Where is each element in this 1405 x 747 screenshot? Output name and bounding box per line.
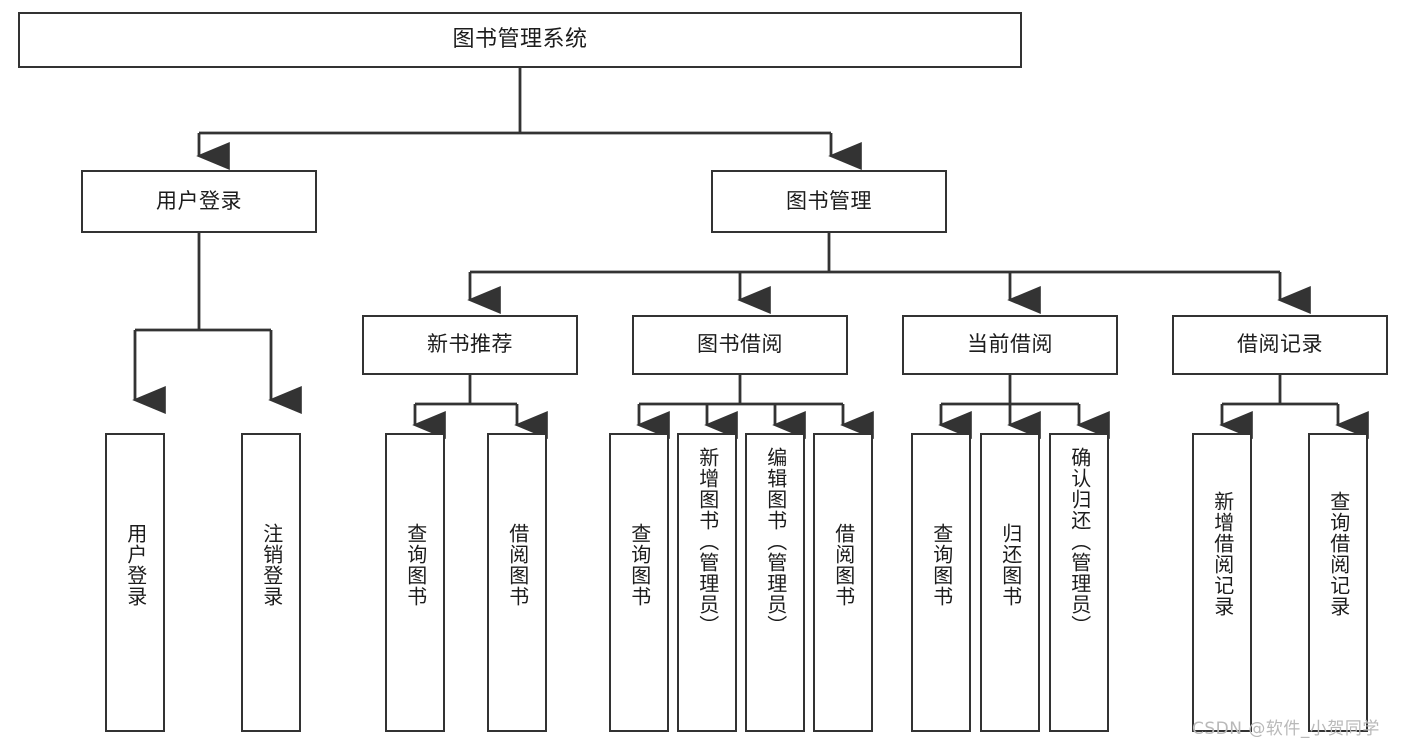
node-book-management[interactable]: 图书管理 — [711, 170, 947, 233]
leaf-label: 查询借阅记录 — [1326, 491, 1351, 617]
leaf-label: 查询图书 — [627, 523, 652, 607]
node-root-system[interactable]: 图书管理系统 — [18, 12, 1022, 68]
leaf-edit-book-admin[interactable]: 编辑图书（管理员） — [745, 433, 805, 732]
node-borrow-record[interactable]: 借阅记录 — [1172, 315, 1388, 375]
node-label: 当前借阅 — [967, 332, 1053, 357]
leaf-borrow-book[interactable]: 借阅图书 — [813, 433, 873, 732]
node-label: 用户登录 — [156, 188, 242, 213]
node-user-login[interactable]: 用户登录 — [81, 170, 317, 233]
leaf-label: 新增借阅记录 — [1210, 491, 1235, 617]
leaf-label: 注销登录 — [259, 523, 284, 607]
leaf-label: 查询图书 — [929, 523, 954, 607]
node-book-borrow[interactable]: 图书借阅 — [632, 315, 848, 375]
leaf-query-borrow-record[interactable]: 查询借阅记录 — [1308, 433, 1368, 732]
leaf-label: 编辑图书（管理员） — [763, 447, 788, 636]
leaf-label: 借阅图书 — [505, 523, 530, 607]
leaf-label: 归还图书 — [998, 523, 1023, 607]
node-label: 图书管理 — [786, 188, 872, 213]
leaf-return-book[interactable]: 归还图书 — [980, 433, 1040, 732]
leaf-query-book-borrow[interactable]: 查询图书 — [609, 433, 669, 732]
node-current-borrow[interactable]: 当前借阅 — [902, 315, 1118, 375]
leaf-label: 用户登录 — [123, 523, 148, 607]
csdn-watermark: CSDN @软件_小贺同学 — [1192, 719, 1380, 739]
leaf-label: 查询图书 — [403, 523, 428, 607]
leaf-add-borrow-record[interactable]: 新增借阅记录 — [1192, 433, 1252, 732]
leaf-label: 确认归还（管理员） — [1067, 447, 1092, 636]
leaf-label: 新增图书（管理员） — [695, 447, 720, 636]
node-label: 借阅记录 — [1237, 332, 1323, 357]
node-label: 图书借阅 — [697, 332, 783, 357]
leaf-confirm-return-admin[interactable]: 确认归还（管理员） — [1049, 433, 1109, 732]
leaf-label: 借阅图书 — [831, 523, 856, 607]
leaf-query-book-recommend[interactable]: 查询图书 — [385, 433, 445, 732]
leaf-query-book-current[interactable]: 查询图书 — [911, 433, 971, 732]
node-new-book-recommend[interactable]: 新书推荐 — [362, 315, 578, 375]
node-label: 新书推荐 — [427, 332, 513, 357]
leaf-logout[interactable]: 注销登录 — [241, 433, 301, 732]
leaf-add-book-admin[interactable]: 新增图书（管理员） — [677, 433, 737, 732]
node-label: 图书管理系统 — [452, 26, 588, 52]
leaf-borrow-book-recommend[interactable]: 借阅图书 — [487, 433, 547, 732]
leaf-user-login[interactable]: 用户登录 — [105, 433, 165, 732]
